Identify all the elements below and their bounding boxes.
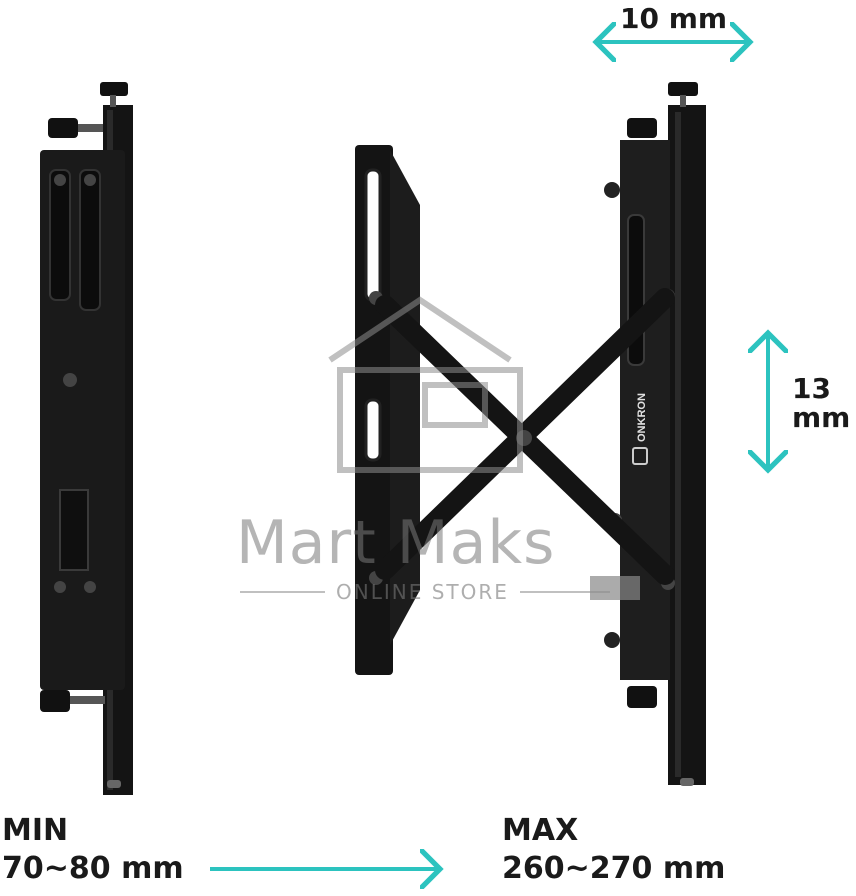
knob-icon bbox=[668, 82, 698, 107]
side-dimension-unit: mm bbox=[792, 401, 851, 434]
max-title: MAX bbox=[502, 813, 579, 848]
knob-icon bbox=[100, 82, 128, 107]
top-dimension-label: 10 mm bbox=[620, 2, 728, 35]
max-range: 260~270 mm bbox=[502, 851, 726, 886]
collapsed-mount bbox=[40, 82, 133, 795]
front-frame bbox=[355, 145, 420, 675]
watermark-house-icon bbox=[328, 296, 523, 473]
brand-text: ONKRON bbox=[636, 393, 648, 442]
expanded-mount: ONKRON bbox=[590, 82, 706, 786]
min-range: 70~80 mm bbox=[2, 851, 184, 886]
watermark-subtitle: ONLINE STORE bbox=[336, 580, 509, 604]
side-dimension-value: 13 bbox=[792, 372, 831, 405]
onkron-logo-icon bbox=[632, 447, 648, 465]
min-title: MIN bbox=[2, 813, 69, 848]
watermark-title: Mart Maks bbox=[236, 508, 556, 578]
